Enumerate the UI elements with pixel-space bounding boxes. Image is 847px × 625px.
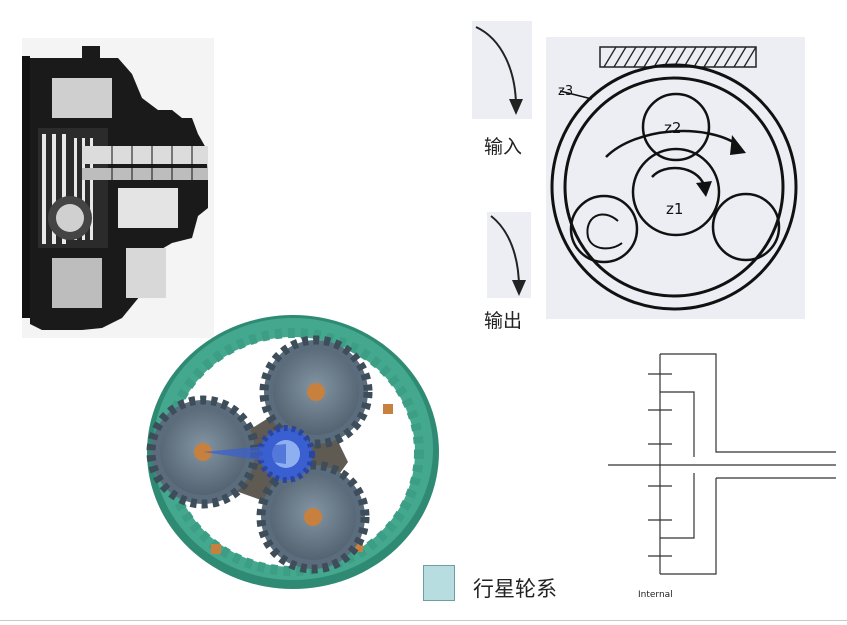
planet-gear-top-3d	[259, 335, 373, 449]
input-label: 输入	[484, 136, 523, 158]
sun-gear-3d	[203, 425, 315, 483]
planet-gear-right	[711, 192, 781, 262]
sun-gear	[631, 147, 721, 237]
gear-line-schematic	[608, 352, 838, 582]
planetary-schematic-panel: z3 z2 z1	[546, 37, 805, 319]
cross-section-drawing	[22, 46, 208, 330]
schematic-caption: Internal	[638, 590, 673, 600]
gearbox-cross-section	[22, 38, 214, 338]
output-label: 输出	[484, 310, 523, 332]
planet-gear-bottom-3d	[256, 460, 370, 574]
input-arrow-icon	[475, 26, 523, 115]
line-schematic	[608, 353, 836, 575]
bottom-divider	[0, 620, 847, 621]
gear-label-z2: z2	[664, 119, 681, 137]
planetary-schematic: z3 z2 z1	[550, 46, 798, 311]
planet-gear-top	[641, 92, 711, 162]
planetary-gear-3d	[143, 312, 443, 592]
legend-swatch	[423, 565, 455, 601]
legend-label: 行星轮系	[473, 577, 557, 601]
ring-gear-outer	[550, 63, 798, 311]
gear-label-z3: z3	[558, 84, 573, 99]
planetary-gear-render	[146, 315, 439, 589]
input-arrow-panel	[472, 21, 532, 119]
ring-gear-inner	[563, 76, 785, 298]
planet-gear-left	[569, 194, 639, 264]
gear-label-z1: z1	[666, 200, 683, 218]
output-arrow-icon	[490, 215, 526, 296]
output-arrow-panel	[487, 212, 531, 298]
